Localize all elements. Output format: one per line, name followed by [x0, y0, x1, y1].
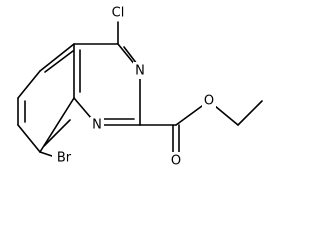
bond-c8-c8a	[39, 97, 75, 153]
bond-c4a-c5-double	[44, 50, 74, 73]
label-bromine: Br	[57, 151, 72, 166]
bond-ch2-ch3	[237, 100, 263, 126]
label-nitrogen-1: N	[92, 118, 102, 133]
atom-br: Br	[52, 149, 76, 166]
label-carbonyl-oxygen: O	[171, 154, 181, 169]
bond-layer	[17, 21, 263, 158]
atom-n3: N	[133, 62, 147, 79]
atom-o-carbonyl: O	[169, 152, 183, 169]
bond-c7-c8	[17, 124, 41, 153]
atom-n1: N	[90, 117, 104, 134]
bond-carbonyl-oester	[175, 105, 203, 126]
molecule-structure: Cl N N Br O O	[17, 4, 263, 169]
bond-c4-n3-double	[123, 46, 138, 65]
atom-label-layer: Cl N N Br O O	[52, 4, 216, 169]
label-chlorine: Cl	[112, 6, 125, 21]
atom-cl: Cl	[107, 4, 129, 21]
bond-oester-ch2	[214, 105, 239, 126]
bond-c8-c8a-double	[43, 119, 71, 147]
bond-c4a-c5	[39, 43, 75, 72]
label-ester-oxygen: O	[204, 94, 214, 109]
atom-o-ester: O	[202, 92, 216, 109]
label-nitrogen-3: N	[135, 64, 145, 79]
bond-c5-c6	[17, 70, 41, 99]
